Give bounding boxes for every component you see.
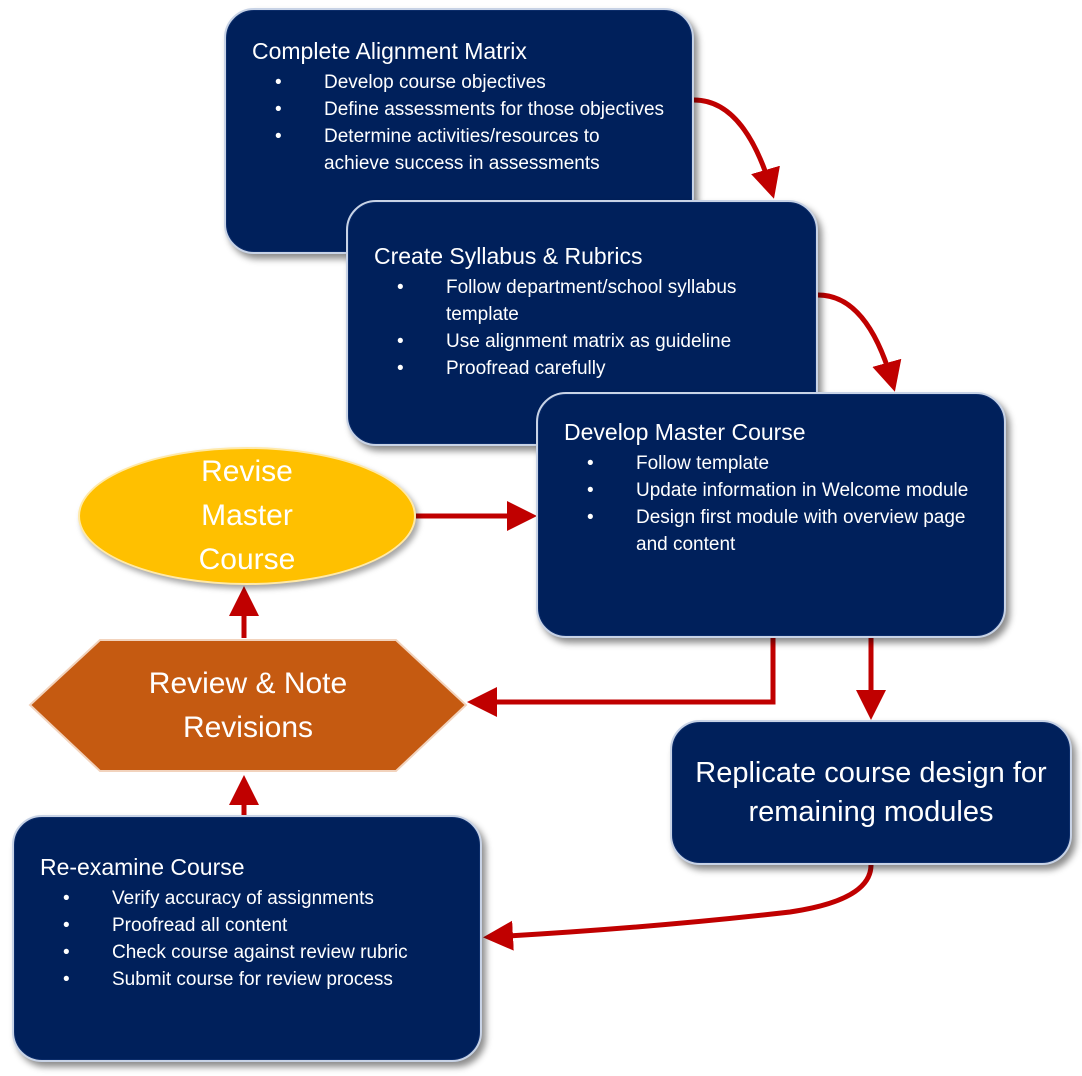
step-bullet-list: Develop course objectives Define assessm… [252, 69, 668, 177]
step-label: Replicate course design for remaining mo… [695, 756, 1047, 828]
arrow-replicate-to-reexamine [483, 864, 874, 951]
step-title: Create Syllabus & Rubrics [374, 243, 643, 269]
step-title: Complete Alignment Matrix [252, 38, 527, 64]
bullet-item: Proofread all content [40, 912, 456, 939]
step-replicate-course-design: Replicate course design for remaining mo… [670, 720, 1072, 865]
arrow-syllabus-to-master [817, 292, 902, 392]
bullet-item: Follow template [564, 450, 980, 477]
step-bullet-list: Follow template Update information in We… [564, 450, 980, 558]
step-reexamine-course: Re-examine Course Verify accuracy of ass… [12, 815, 482, 1062]
bullet-item: Check course against review rubric [40, 939, 456, 966]
step-develop-master-course: Develop Master Course Follow template Up… [536, 392, 1006, 638]
step-review-note-revisions: Review & Note Revisions [28, 638, 468, 773]
bullet-item: Follow department/school syllabus templa… [374, 274, 792, 328]
hexagon-shape [28, 639, 468, 772]
bullet-item: Proofread carefully [374, 355, 792, 382]
bullet-item: Define assessments for those objectives [252, 96, 668, 123]
step-revise-master-course: Revise Master Course [78, 447, 416, 585]
arrow-master-to-review [466, 638, 776, 717]
bullet-item: Develop course objectives [252, 69, 668, 96]
bullet-item: Update information in Welcome module [564, 477, 980, 504]
bullet-item: Use alignment matrix as guideline [374, 328, 792, 355]
bullet-item: Verify accuracy of assignments [40, 885, 456, 912]
bullet-item: Determine activities/resources to achiev… [252, 123, 668, 177]
step-label: Review & Note Revisions [148, 666, 348, 744]
bullet-item: Submit course for review process [40, 966, 456, 993]
arrow-matrix-to-syllabus [693, 97, 780, 199]
step-title: Re-examine Course [40, 854, 245, 880]
bullet-item: Design first module with overview page a… [564, 504, 980, 558]
step-title: Develop Master Course [564, 419, 806, 445]
step-bullet-list: Follow department/school syllabus templa… [374, 274, 792, 382]
step-bullet-list: Verify accuracy of assignments Proofread… [40, 885, 456, 993]
